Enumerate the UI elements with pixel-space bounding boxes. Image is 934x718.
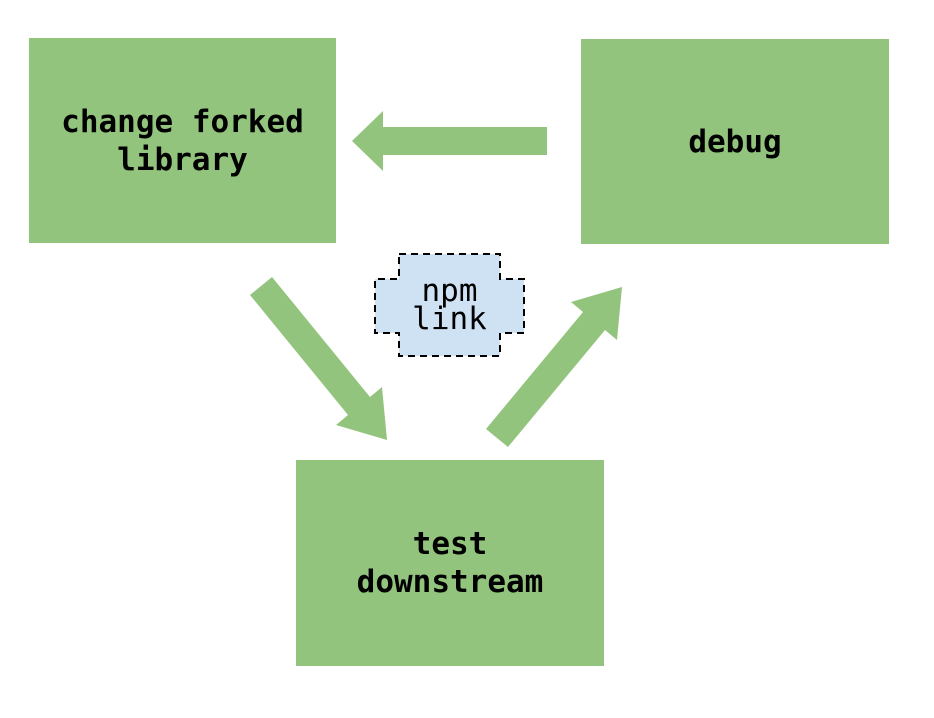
node-test-downstream: test downstream (296, 460, 604, 666)
npm-link-shape (374, 253, 525, 357)
npm-link-label-text: npm link (412, 273, 487, 337)
node-debug: debug (581, 39, 889, 244)
node-test-downstream-label: test downstream (356, 526, 544, 600)
node-debug-label: debug (688, 123, 782, 160)
npm-link-label: npm link (375, 254, 524, 356)
arrow-test-downstream-to-debug (486, 287, 622, 447)
arrow-debug-to-change-forked-library (352, 111, 547, 171)
node-change-forked-library: change forked library (29, 38, 336, 243)
node-change-forked-library-label: change forked library (61, 103, 304, 178)
arrow-change-forked-library-to-test-downstream (250, 277, 387, 440)
